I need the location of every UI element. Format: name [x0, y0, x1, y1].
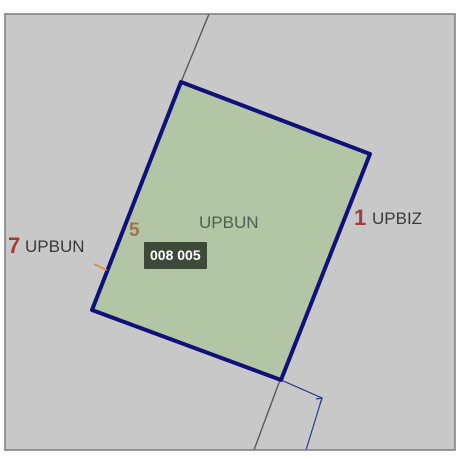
neighbor-east-number: 1 [354, 205, 367, 230]
boundary-line-north [180, 13, 210, 83]
neighbor-east-code: UPBIZ [372, 209, 423, 228]
boundary-line-south [253, 379, 281, 451]
neighbor-west-code: UPBUN [25, 237, 85, 256]
parcel-id-tag[interactable]: 008 005 [144, 242, 207, 269]
adjacent-parcel-corner [315, 397, 323, 405]
selected-parcel[interactable] [90, 80, 372, 382]
parcel-land-use-label: UPBUN [199, 213, 259, 232]
vertex-marker [93, 263, 108, 271]
vertex-number-label: 5 [129, 220, 140, 241]
neighbor-west-number: 7 [8, 233, 21, 258]
map-frame [4, 13, 456, 451]
